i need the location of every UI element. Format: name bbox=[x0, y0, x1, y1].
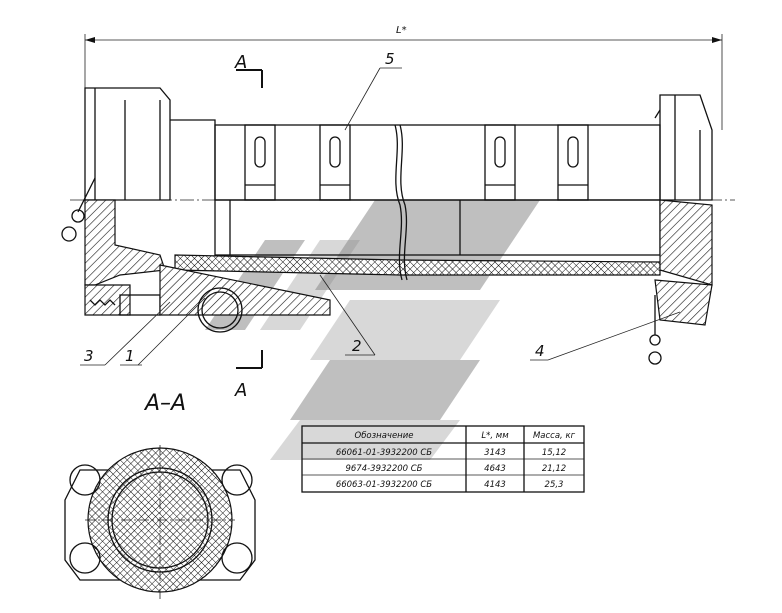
section-view bbox=[64, 445, 256, 600]
left-chain bbox=[61, 177, 96, 242]
table-cell: 21,12 bbox=[542, 464, 566, 474]
section-letter-top: A bbox=[234, 52, 247, 73]
section-letter-bottom: A bbox=[234, 380, 247, 401]
table-cell: 4143 bbox=[484, 480, 506, 490]
callout-2: 2 bbox=[352, 337, 362, 355]
table-header-length: L*, мм bbox=[481, 431, 509, 441]
left-handle-ring bbox=[197, 287, 243, 333]
table-cell: 9674-3932200 СБ bbox=[345, 464, 422, 474]
dimension-label: L* bbox=[396, 25, 407, 36]
hose-body bbox=[159, 124, 661, 316]
table-cell: 3143 bbox=[484, 448, 506, 458]
overall-dimension: L* bbox=[84, 25, 723, 130]
section-view-title: A–A bbox=[143, 391, 186, 416]
section-mark-bottom: A bbox=[234, 350, 263, 401]
spec-table: Обозначение L*, мм Масса, кг 66061-01-39… bbox=[301, 425, 585, 493]
callout-1: 1 bbox=[125, 347, 135, 365]
table-header-designation: Обозначение bbox=[355, 431, 414, 441]
table-header-mass: Масса, кг bbox=[533, 431, 576, 441]
table-cell: 66061-01-3932200 СБ bbox=[336, 448, 432, 458]
callout-leaders bbox=[80, 67, 681, 366]
section-mark-top: A bbox=[234, 52, 263, 88]
table-cell: 4643 bbox=[484, 464, 506, 474]
table-cell: 25,3 bbox=[545, 480, 564, 490]
callout-5: 5 bbox=[385, 50, 395, 68]
table-cell: 15,12 bbox=[542, 448, 566, 458]
right-chain bbox=[648, 295, 662, 365]
watermark-logo bbox=[205, 200, 540, 460]
hose-clamps bbox=[244, 124, 589, 201]
table-cell: 66063-01-3932200 СБ bbox=[336, 480, 432, 490]
callout-4: 4 bbox=[535, 342, 545, 360]
right-coupling-head bbox=[654, 94, 713, 326]
callout-3: 3 bbox=[84, 347, 94, 365]
